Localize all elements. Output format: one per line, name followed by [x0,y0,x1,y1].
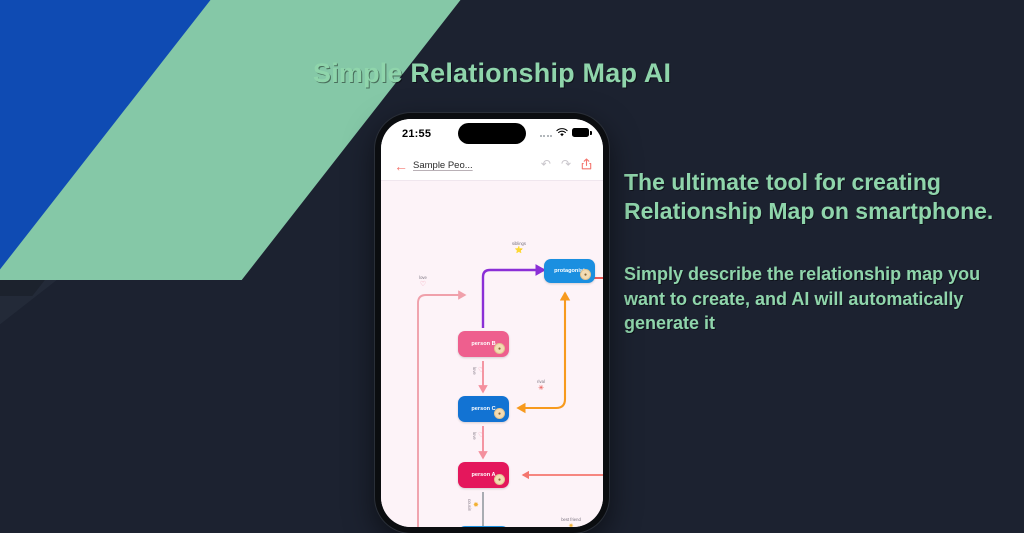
heart-icon: ♡ [478,367,485,375]
node-person-d[interactable] [458,526,509,527]
battery-icon [572,128,592,137]
node-protagonist[interactable]: protagonist ● [544,259,595,283]
edge-label-love-ca[interactable]: love ♡ [472,432,485,440]
node-label: person C [471,406,496,412]
document-title[interactable]: Sample Peo... [413,160,473,171]
subline-text: Simply describe the relationship map you… [624,264,981,334]
share-icon[interactable] [581,158,592,170]
headline-text: The ultimate tool for creating Relations… [624,169,994,225]
avatar-badge: ● [494,474,505,485]
avatar-badge: ● [494,343,505,354]
nav-bar: ← Sample Peo... ↶ ↷ [381,152,603,181]
edge-left-love-loop [417,290,467,527]
edge-personB-protagonist [481,264,546,328]
wifi-icon [556,128,568,137]
avatar-badge: ● [494,408,505,419]
avatar-badge: ● [580,269,591,280]
node-label: person A [471,472,496,478]
edge-label-love-bc[interactable]: love ♡ [472,367,485,375]
heart-icon: ♡ [419,280,427,288]
edge-label-siblings[interactable]: siblings ⭐ [499,241,539,255]
edge-layer [417,264,603,527]
phone-mockup: 21:55 ← Sample Peo... ↶ ↷ [375,113,609,533]
page-title: Simple Relationship Map AI [313,58,672,88]
undo-icon[interactable]: ↶ [540,157,551,171]
status-bar: 21:55 [381,119,603,152]
heart-icon: ♡ [478,432,485,440]
edge-protagonist-personC [516,293,567,414]
nav-actions: ↶ ↷ [541,158,592,170]
phone-screen: 21:55 ← Sample Peo... ↶ ↷ [381,119,603,527]
status-clock: 21:55 [402,128,432,140]
node-person-b[interactable]: person B ● [458,331,509,357]
marketing-copy: The ultimate tool for creating Relations… [624,168,1014,336]
edge-label-rival[interactable]: rival ✳ [526,379,556,393]
node-label: person B [471,341,496,347]
flower-icon: ✷ [568,522,574,528]
node-person-a[interactable]: person A ● [458,462,509,488]
flower-icon: ✸ [473,501,479,509]
status-indicators [539,128,592,137]
redo-icon[interactable]: ↷ [560,157,571,171]
signal-dots-icon [539,129,552,137]
relationship-map-canvas[interactable]: protagonist ● person B ● person C ● pers… [381,181,603,527]
back-arrow-icon[interactable]: ← [394,158,408,174]
edge-label-love-left[interactable]: love ♡ [409,275,437,289]
dynamic-island [458,123,526,144]
edge-label-cousin[interactable]: cousin ✸ [467,499,479,512]
spark-icon: ✳ [538,384,544,392]
edge-label-best-friend[interactable]: best friend ✷ [549,517,593,527]
star-icon: ⭐ [514,246,524,254]
node-person-c[interactable]: person C ● [458,396,509,422]
node-label: protagonist [554,268,585,274]
